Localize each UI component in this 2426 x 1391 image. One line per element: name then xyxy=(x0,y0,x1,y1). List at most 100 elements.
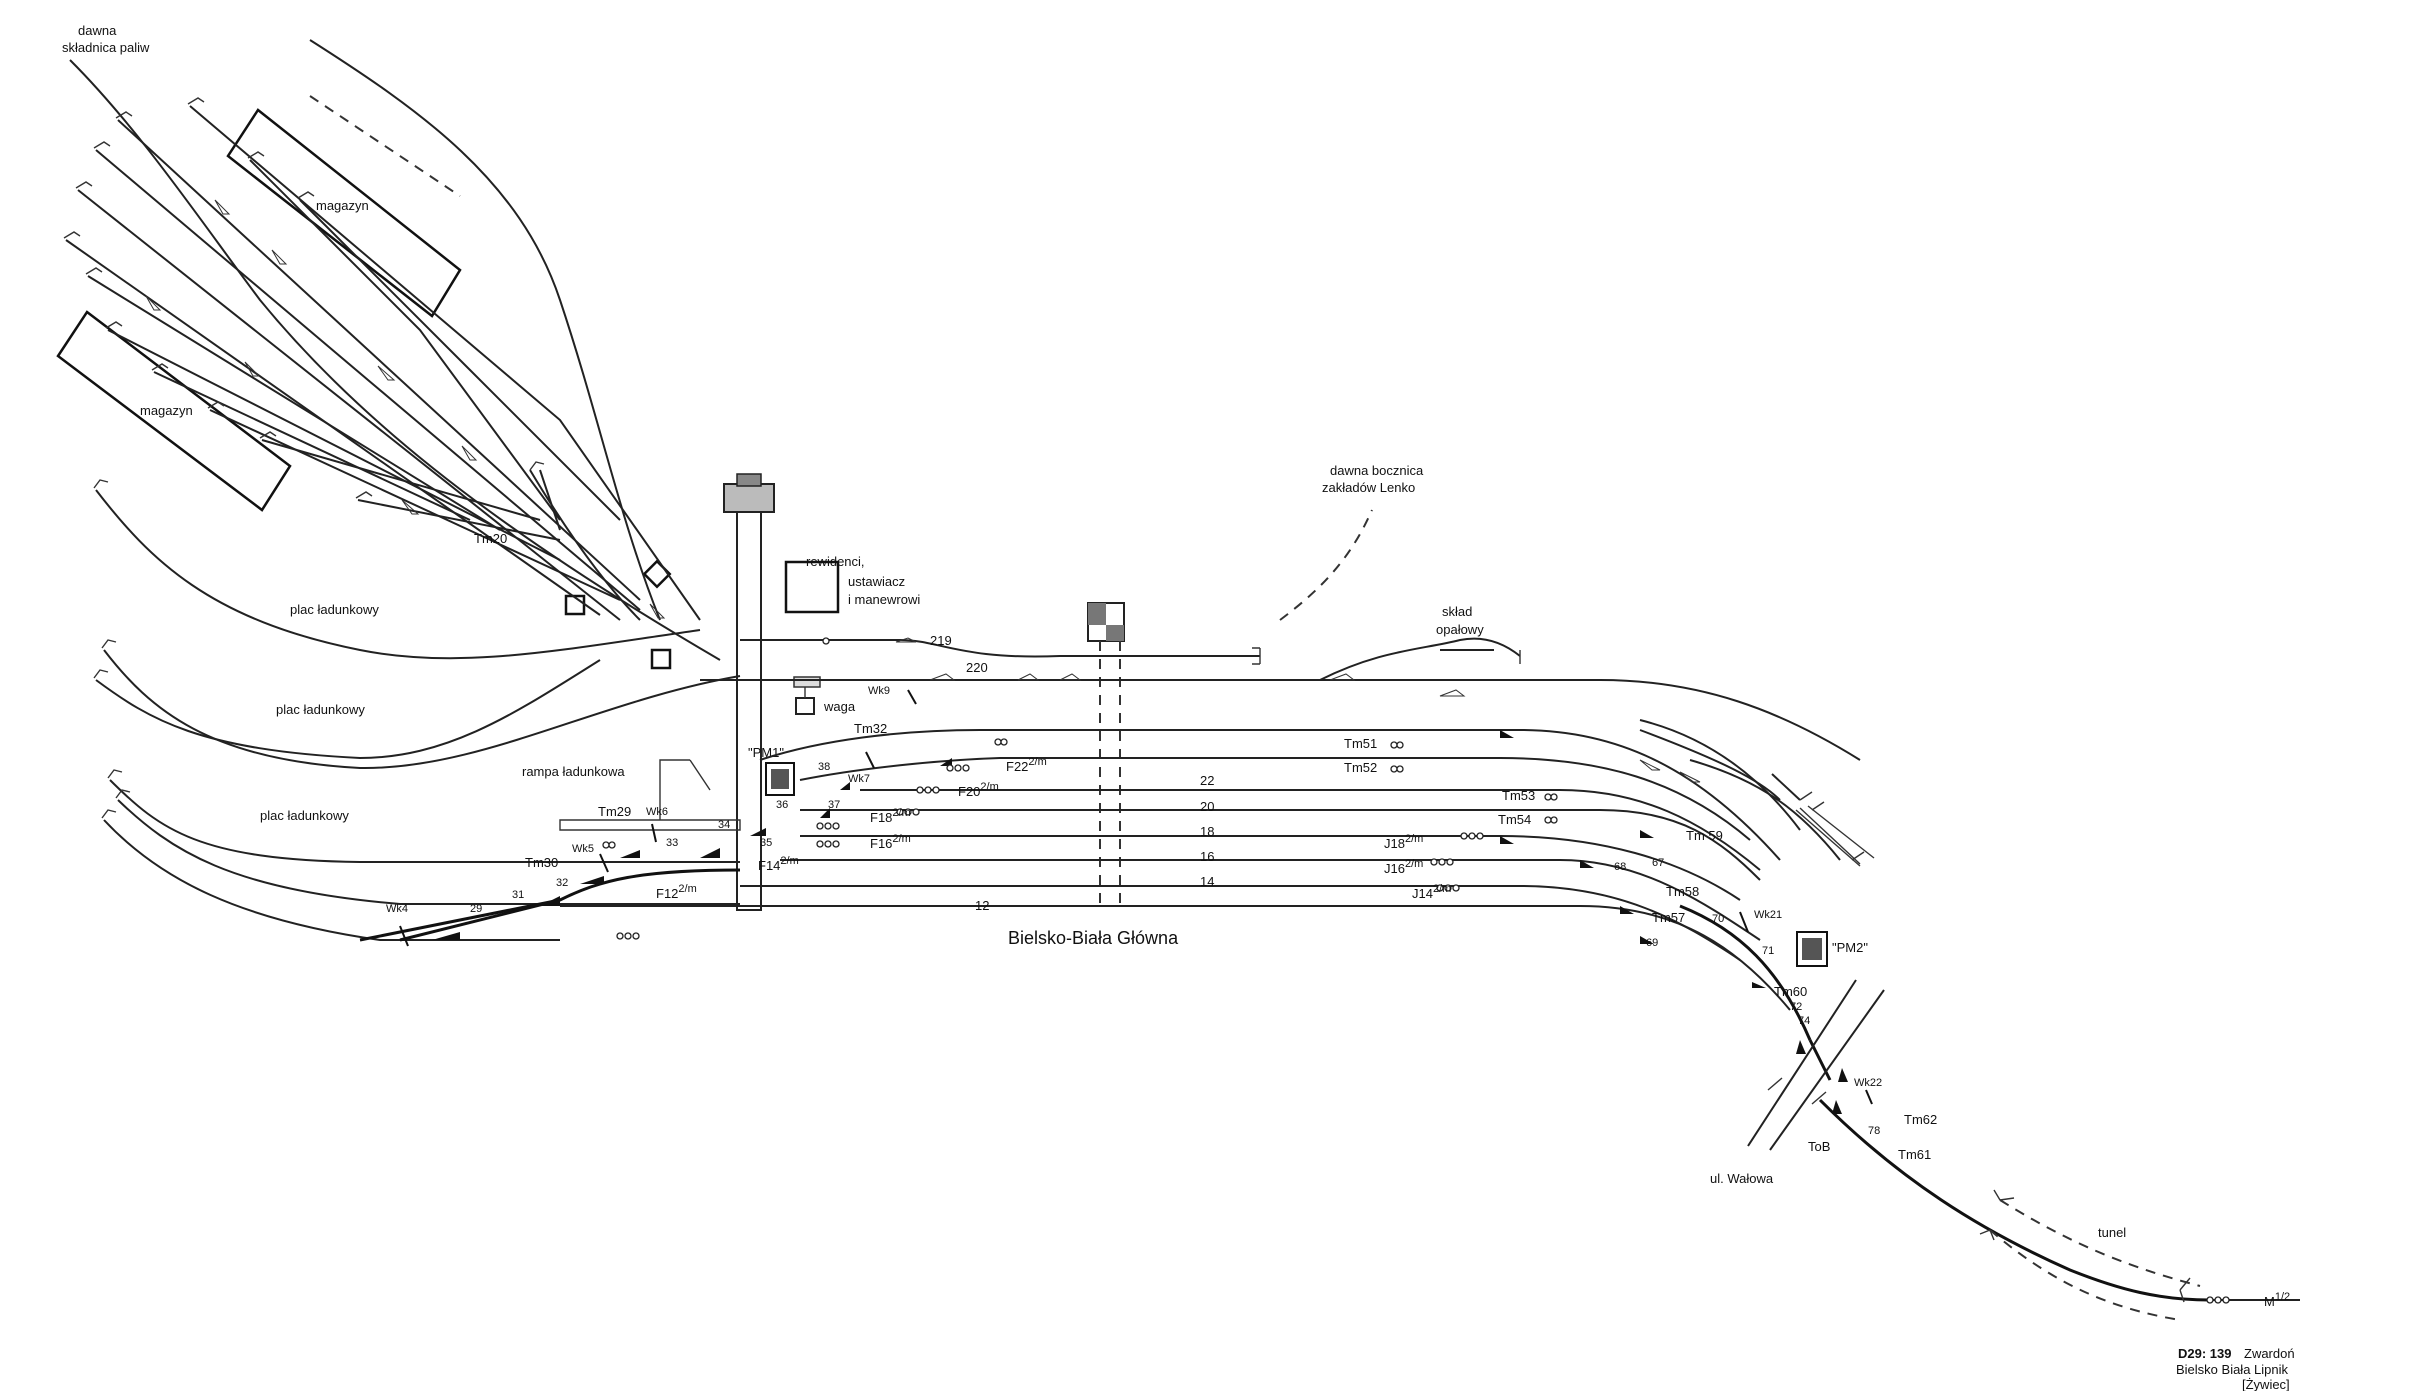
scale-label: waga xyxy=(823,699,856,714)
track-220: 220 xyxy=(966,660,988,675)
signal-symbols xyxy=(602,637,2230,1304)
small-building-1 xyxy=(564,594,586,616)
signal-tm29: Tm29 xyxy=(598,804,631,819)
signal-tm59: Tm 59 xyxy=(1686,828,1723,843)
switch-78: 78 xyxy=(1868,1125,1880,1137)
line-code: D29: 139 xyxy=(2178,1346,2231,1361)
switch-69: 69 xyxy=(1646,937,1658,949)
signal-tm52: Tm52 xyxy=(1344,760,1377,775)
scale: waga xyxy=(793,676,856,715)
street-bridge: ul. Wałowa xyxy=(1710,979,1885,1186)
switch-numbers: 29 31 32 33 34 35 36 37 38 67 68 69 70 7… xyxy=(470,761,1880,1137)
line-dest-3: [Żywiec] xyxy=(2242,1377,2290,1391)
signal-tm32: Tm32 xyxy=(854,721,887,736)
signal-tower xyxy=(1087,602,1125,908)
signal-f20: F202/m xyxy=(958,781,999,799)
warehouse-top: magazyn xyxy=(226,108,462,318)
loading-yard-1-label: plac ładunkowy xyxy=(290,602,379,617)
signal-tm61: Tm61 xyxy=(1898,1147,1931,1162)
small-building-3 xyxy=(642,559,672,589)
switch-36: 36 xyxy=(776,799,788,811)
line-info: D29: 139 Zwardoń Bielsko Biała Lipnik [Ż… xyxy=(2176,1346,2295,1391)
warehouse-top-label: magazyn xyxy=(316,198,369,213)
staff-room-line2: ustawiacz xyxy=(848,574,905,589)
switch-37: 37 xyxy=(828,799,840,811)
fuel-store-line1: skład xyxy=(1442,604,1472,619)
wk9-label: Wk9 xyxy=(868,685,890,697)
signal-j18: J182/m xyxy=(1384,833,1423,851)
signal-f16: F162/m xyxy=(870,833,911,851)
switch-31: 31 xyxy=(512,889,524,901)
signal-j16: J162/m xyxy=(1384,858,1423,876)
signal-j14: J142/m xyxy=(1412,883,1451,901)
staff-building xyxy=(784,560,840,614)
line-dest-1: Zwardoń xyxy=(2244,1346,2295,1361)
track-20: 20 xyxy=(1200,799,1214,814)
signal-tm30: Tm30 xyxy=(525,855,558,870)
warehouse-left: magazyn xyxy=(56,310,292,512)
signal-f18: F182/m xyxy=(870,807,911,825)
switch-post-labels: Wk4 Wk5 Wk6 Wk7 Wk9 Wk21 Wk22 xyxy=(386,685,1882,1089)
signal-tm60: Tm60 xyxy=(1774,984,1807,999)
switch-35: 35 xyxy=(760,837,772,849)
tunnel: tunel xyxy=(1979,1189,2201,1321)
signal-tm54: Tm54 xyxy=(1498,812,1531,827)
track-22: 22 xyxy=(1200,773,1214,788)
signal-labels: Tm20 Tm29 Tm30 Tm32 Tm51 Tm52 Tm53 Tm54 … xyxy=(474,531,2290,1309)
wk21-label: Wk21 xyxy=(1754,909,1782,921)
track-18: 18 xyxy=(1200,824,1214,839)
staff-room-line1: rewidenci, xyxy=(806,554,865,569)
wk6-label: Wk6 xyxy=(646,806,668,818)
signal-tm57: Tm57 xyxy=(1652,910,1685,925)
signal-tm58: Tm58 xyxy=(1666,884,1699,899)
pm2-label: "PM2" xyxy=(1832,940,1868,955)
switch-71: 71 xyxy=(1762,945,1774,957)
staff-room-line3: i manewrowi xyxy=(848,592,920,607)
signal-f22: F222/m xyxy=(1006,756,1047,774)
switch-70: 70 xyxy=(1712,913,1724,925)
switch-33: 33 xyxy=(666,837,678,849)
lenko-siding-line1: dawna bocznica xyxy=(1330,463,1424,478)
lenko-siding-line2: zakładów Lenko xyxy=(1322,480,1415,495)
loading-yard-2-label: plac ładunkowy xyxy=(276,702,365,717)
switch-34: 34 xyxy=(718,819,730,831)
track-16: 16 xyxy=(1200,849,1214,864)
warehouse-left-label: magazyn xyxy=(140,403,193,418)
fuel-depot-line1: dawna xyxy=(78,23,117,38)
loading-yard-3-label: plac ładunkowy xyxy=(260,808,349,823)
pm2-box: "PM2" xyxy=(1796,931,1868,967)
switch-29: 29 xyxy=(470,903,482,915)
wk4-label: Wk4 xyxy=(386,903,408,915)
switch-74: 74 xyxy=(1798,1015,1810,1027)
footbridge xyxy=(723,473,775,911)
track-14: 14 xyxy=(1200,874,1214,889)
wk22-label: Wk22 xyxy=(1854,1077,1882,1089)
tunnel-label: tunel xyxy=(2098,1225,2126,1240)
signal-f12: F122/m xyxy=(656,883,697,901)
place-labels: dawna składnica paliw rewidenci, ustawia… xyxy=(62,23,1830,1154)
switch-67: 67 xyxy=(1652,857,1664,869)
wk7-label: Wk7 xyxy=(848,773,870,785)
loading-ramp-label: rampa ładunkowa xyxy=(522,764,625,779)
main-tracks xyxy=(359,509,2300,1302)
track-12: 12 xyxy=(975,898,989,913)
street-label: ul. Wałowa xyxy=(1710,1171,1774,1186)
fuel-store-line2: opałowy xyxy=(1436,622,1484,637)
signal-tm51: Tm51 xyxy=(1344,736,1377,751)
switch-post-markers xyxy=(399,689,1873,1105)
switch-32: 32 xyxy=(556,877,568,889)
tob-label: ToB xyxy=(1808,1139,1830,1154)
signal-f14: F142/m xyxy=(758,855,799,873)
small-building-2 xyxy=(650,648,672,670)
loading-yard-tracks xyxy=(93,479,741,941)
signal-tm53: Tm53 xyxy=(1502,788,1535,803)
track-numbers: 219 220 22 20 18 16 14 12 xyxy=(930,633,1214,913)
line-dest-2: Bielsko Biała Lipnik xyxy=(2176,1362,2289,1377)
switch-72: 72 xyxy=(1790,1001,1802,1013)
wk5-label: Wk5 xyxy=(572,843,594,855)
track-219: 219 xyxy=(930,633,952,648)
station-name: Bielsko-Biała Główna xyxy=(1008,928,1179,948)
fuel-store-bumpers xyxy=(1795,805,1875,867)
switch-38: 38 xyxy=(818,761,830,773)
